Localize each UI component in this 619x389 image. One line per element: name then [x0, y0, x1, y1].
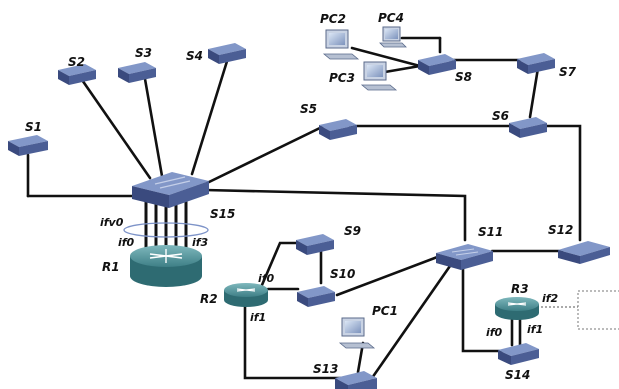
- switch-s1[interactable]: [8, 135, 48, 156]
- label-s10: S10: [330, 267, 355, 281]
- label-r2-if1: if1: [250, 311, 266, 324]
- label-pc1: PC1: [372, 304, 398, 318]
- switch-s11[interactable]: [436, 244, 493, 270]
- switch-s13[interactable]: [335, 371, 377, 389]
- link-r2-s13: [243, 300, 344, 380]
- label-pc4: PC4: [378, 11, 404, 25]
- label-r3-if2: if2: [542, 292, 559, 305]
- label-s14: S14: [505, 368, 530, 382]
- link-s6-s12: [543, 124, 582, 242]
- label-pc3: PC3: [329, 71, 355, 85]
- switch-s4[interactable]: [208, 43, 246, 64]
- switch-s5[interactable]: [319, 119, 357, 140]
- link-s6-s7: [528, 66, 540, 119]
- label-r2: R2: [200, 292, 218, 306]
- label-s7: S7: [559, 65, 577, 79]
- switch-s15[interactable]: [132, 172, 209, 208]
- pc-pc4[interactable]: [379, 26, 407, 48]
- link-s11-s14: [461, 266, 504, 353]
- label-s11: S11: [478, 225, 503, 239]
- label-s9: S9: [344, 224, 361, 238]
- label-r3-if1: if1: [527, 323, 543, 336]
- link-s11-s13: [370, 264, 452, 380]
- label-s6: S6: [492, 109, 509, 123]
- label-s13: S13: [313, 362, 338, 376]
- label-s5: S5: [300, 102, 317, 116]
- label-r1-if3: if3: [192, 236, 209, 249]
- link-pc3-s8: [383, 64, 422, 74]
- label-r1-if0: if0: [118, 236, 135, 249]
- link-s11-s10: [335, 254, 442, 297]
- link-s2-s15: [78, 75, 152, 180]
- label-r3-if0: if0: [486, 326, 503, 339]
- router-r1[interactable]: [130, 245, 202, 287]
- label-r1-ifv0: ifv0: [100, 216, 124, 229]
- label-s1: S1: [25, 120, 42, 134]
- link-s15-s11: [203, 188, 467, 242]
- switch-s6[interactable]: [509, 117, 547, 138]
- label-s12: S12: [548, 223, 573, 237]
- label-r3: R3: [511, 282, 529, 296]
- router-r2[interactable]: [224, 283, 268, 307]
- external-network-box: [577, 290, 619, 330]
- link-s4-s15: [190, 56, 230, 176]
- switch-s2[interactable]: [58, 64, 96, 85]
- switch-s7[interactable]: [517, 53, 555, 74]
- pc-pc1[interactable]: [338, 317, 376, 349]
- switch-s9[interactable]: [296, 234, 334, 255]
- router-r3[interactable]: [495, 297, 539, 320]
- label-s15: S15: [210, 207, 235, 221]
- switch-s12[interactable]: [558, 241, 610, 264]
- link-s3-s15: [143, 77, 164, 178]
- link-s15-s5: [205, 125, 324, 185]
- switch-s3[interactable]: [118, 62, 156, 83]
- link-pc2-s8: [350, 46, 422, 68]
- switch-s8[interactable]: [418, 54, 456, 75]
- vlan-trunk-ellipse: [123, 222, 209, 238]
- switch-s10[interactable]: [297, 286, 335, 307]
- label-s8: S8: [455, 70, 472, 84]
- pc-pc2[interactable]: [322, 29, 360, 60]
- link-r2-s9: [260, 241, 300, 287]
- label-r2-if0: if0: [258, 272, 275, 285]
- label-s2: S2: [68, 55, 85, 69]
- label-s3: S3: [135, 46, 152, 60]
- label-pc2: PC2: [320, 12, 346, 26]
- switch-s14[interactable]: [498, 343, 539, 365]
- pc-pc3[interactable]: [360, 61, 398, 91]
- label-s4: S4: [186, 49, 203, 63]
- label-r1: R1: [102, 260, 120, 274]
- links-layer: [26, 36, 582, 380]
